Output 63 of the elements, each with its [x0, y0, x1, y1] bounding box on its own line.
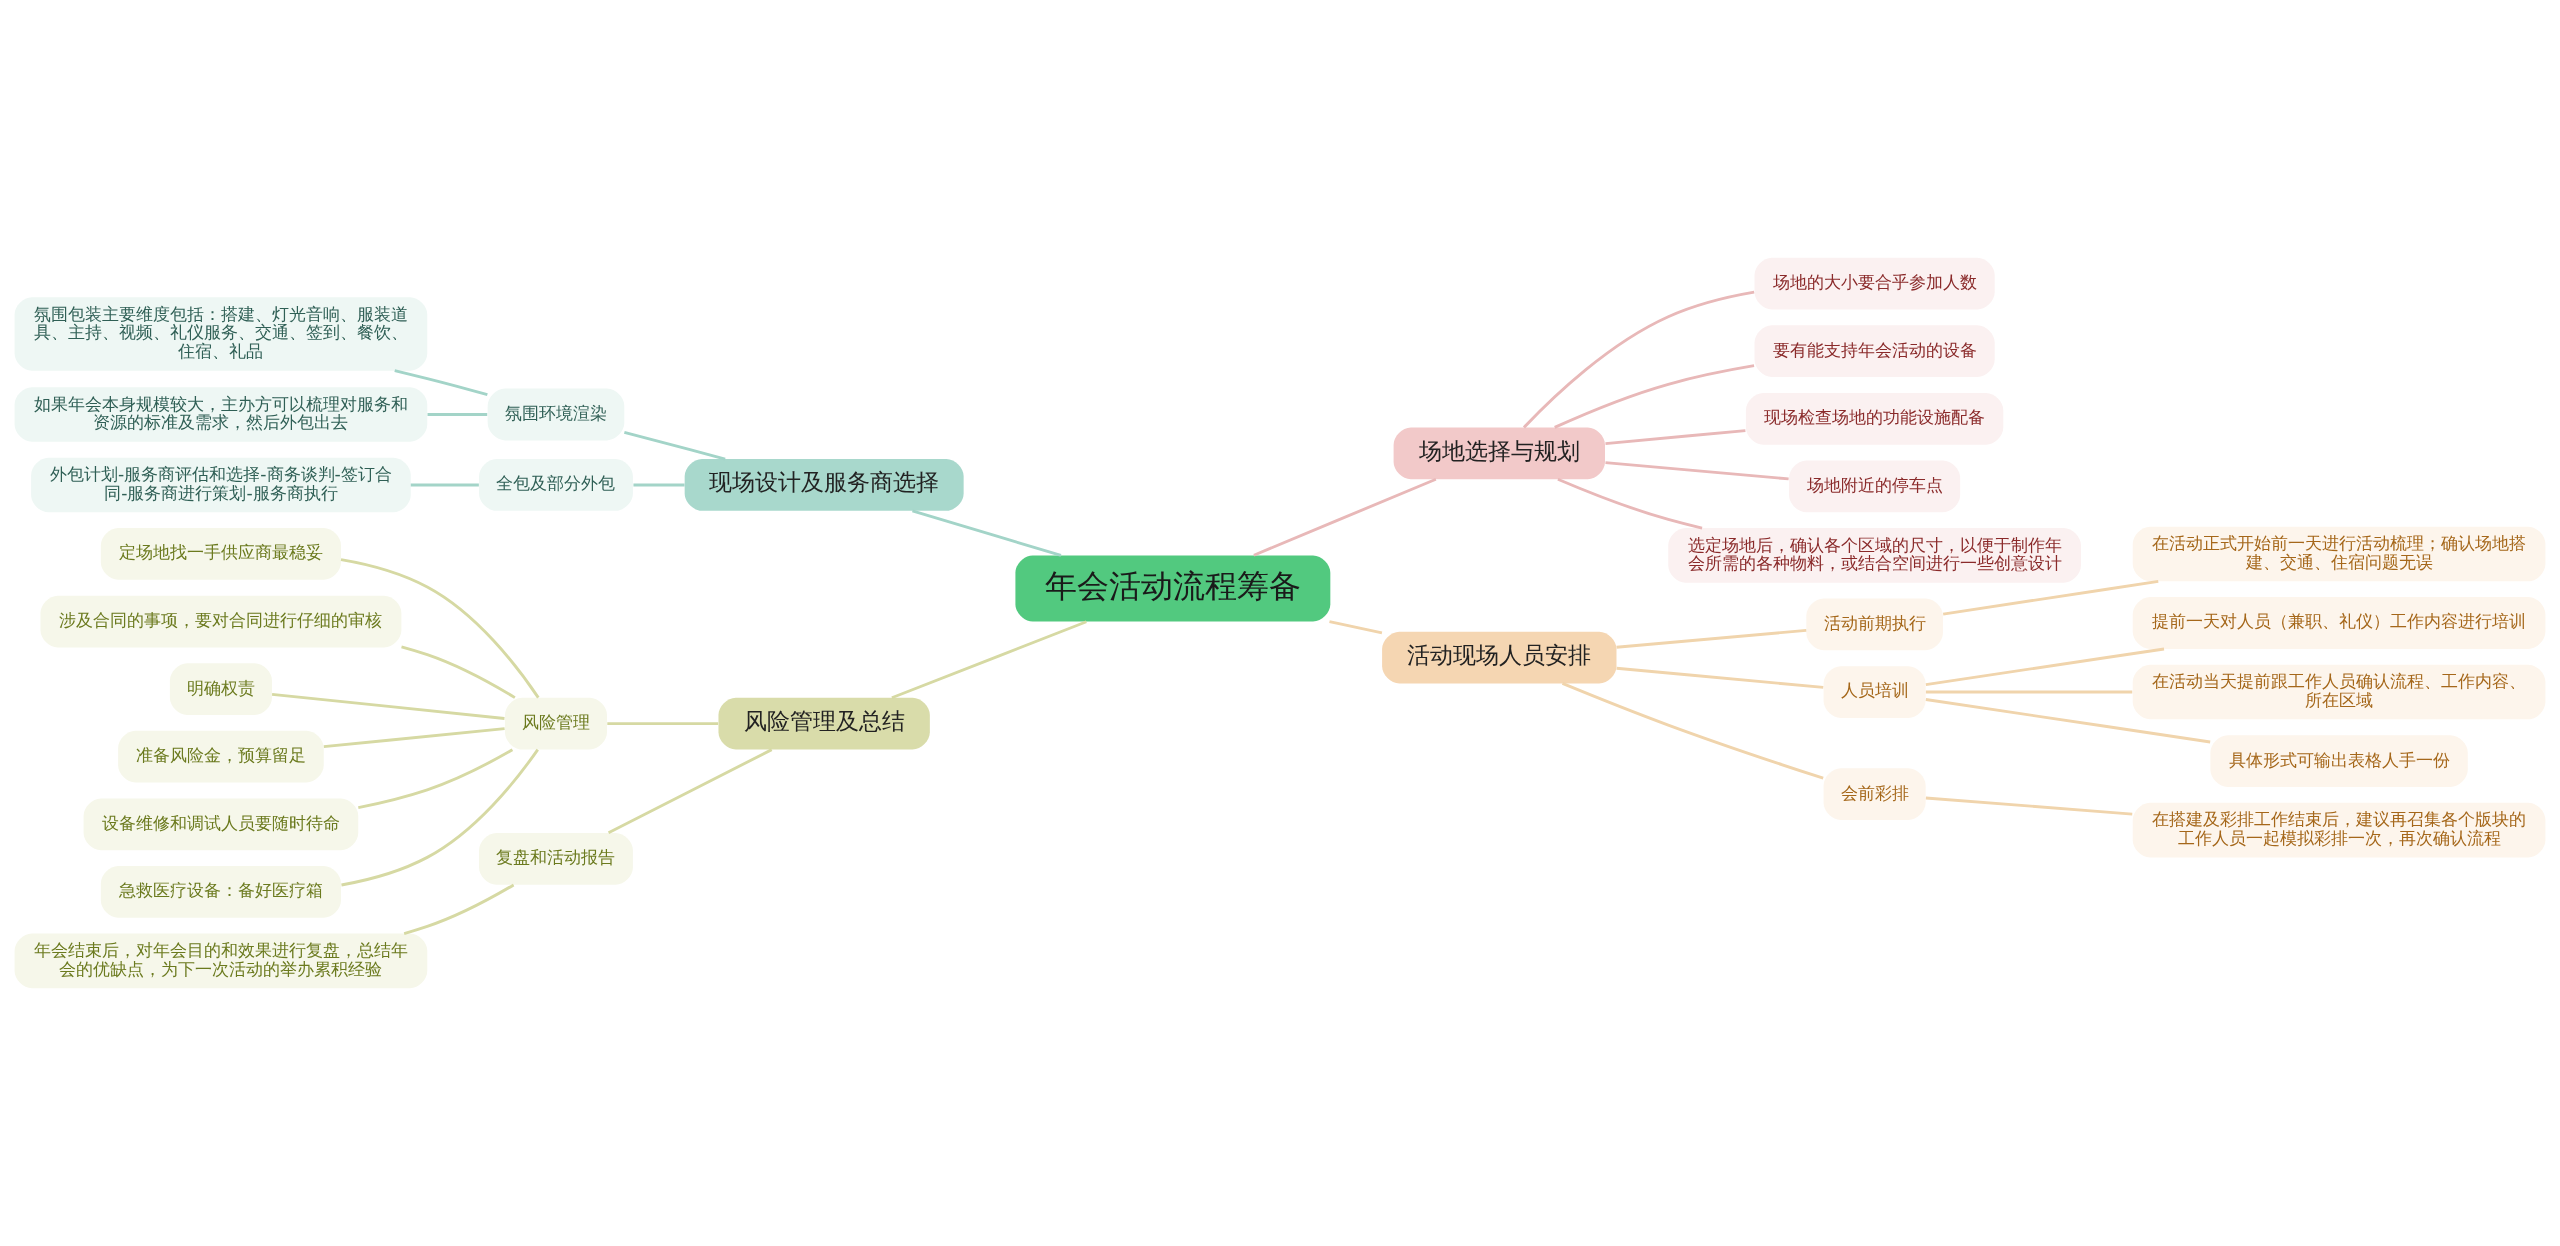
node-box: 活动前期执行 [1806, 598, 1943, 651]
node-box: 风险管理 [504, 697, 607, 750]
node-box: 会前彩排 [1823, 768, 1926, 820]
node-box: 在活动当天提前跟工作人员确认流程、工作内容、所在区域 [2132, 664, 2546, 720]
node-box: 场地选择与规划 [1393, 427, 1605, 480]
connector [394, 369, 488, 397]
connector [633, 483, 685, 487]
connector [912, 509, 1062, 557]
connector [340, 558, 540, 699]
connector [1925, 796, 2133, 816]
node-box: 外包计划-服务商评估和选择-商务谈判-签订合同-服务商进行策划-服务商执行 [31, 457, 411, 513]
connector [1253, 477, 1437, 557]
connector [323, 727, 505, 749]
node-box: 现场设计及服务商选择 [684, 459, 964, 511]
node-box: 在搭建及彩排工作结束后，建议再召集各个版块的工作人员一起模拟彩排一次，再次确认流程 [2132, 802, 2546, 858]
connector [410, 483, 479, 487]
node-box: 明确权责 [169, 663, 272, 716]
connector [341, 748, 539, 887]
node-box: 设备维修和调试人员要随时待命 [83, 798, 359, 851]
connector [1605, 461, 1789, 481]
connector [1616, 666, 1824, 689]
connector [1925, 647, 2165, 686]
node-box: 如果年会本身规模较大，主办方可以梳理对服务和资源的标准及需求，然后外包出去 [14, 387, 428, 442]
connector [1522, 290, 1755, 429]
node-box: 氛围环境渲染 [487, 388, 625, 441]
connector [607, 722, 719, 726]
connector [271, 692, 505, 720]
connector [427, 413, 488, 416]
node-box: 活动现场人员安排 [1382, 631, 1617, 684]
node-box: 具体形式可输出表格人手一份 [2210, 735, 2468, 787]
connector [1925, 698, 2211, 744]
node-box: 年会结束后，对年会目的和效果进行复盘，总结年会的优缺点，为下一次活动的举办累积经验 [14, 933, 428, 989]
node-box: 涉及合同的事项，要对合同进行仔细的审核 [40, 595, 402, 648]
node-box: 准备风险金，预算留足 [118, 730, 324, 783]
node-box: 提前一天对人员（兼职、礼仪）工作内容进行培训 [2132, 597, 2546, 649]
connector [1616, 628, 1807, 649]
connector [1329, 620, 1383, 635]
node-box: 场地附近的停车点 [1789, 460, 1961, 513]
connector [1942, 579, 2159, 616]
connector [1925, 690, 2133, 694]
node-box: 全包及部分外包 [479, 459, 633, 511]
connector [1557, 477, 1703, 530]
node-box: 氛围包装主要维度包括：搭建、灯光音响、服装道具、主持、视频、礼仪服务、交通、签到、餐饮、住宿、礼品 [14, 297, 428, 371]
connector [1554, 364, 1755, 429]
node-box: 在活动正式开始前一天进行活动梳理；确认场地搭建、交通、住宿问题无误 [2132, 526, 2546, 582]
connector [358, 748, 514, 809]
node-box: 现场检查场地的功能设施配备 [1745, 392, 2004, 445]
node-box: 场地的大小要合乎参加人数 [1754, 257, 1995, 310]
node-box: 人员培训 [1823, 666, 1926, 718]
connector [624, 430, 726, 461]
node-box: 选定场地后，确认各个区域的尺寸，以便于制作年会所需的各种物料，或结合空间进行一些创意设计 [1668, 528, 2081, 583]
connector [1561, 682, 1824, 780]
node-box: 定场地找一手供应商最稳妥 [100, 528, 341, 580]
node-box: 急救医疗设备：备好医疗箱 [100, 866, 341, 918]
connector [403, 883, 515, 935]
connector [401, 645, 516, 699]
node-box: 要有能支持年会活动的设备 [1754, 325, 1995, 378]
connector [891, 620, 1087, 700]
node-box: 年会活动流程筹备 [1015, 555, 1331, 622]
connector [607, 748, 773, 835]
node-box: 风险管理及总结 [718, 697, 930, 750]
node-box: 复盘和活动报告 [479, 832, 633, 885]
connector [1605, 429, 1746, 446]
